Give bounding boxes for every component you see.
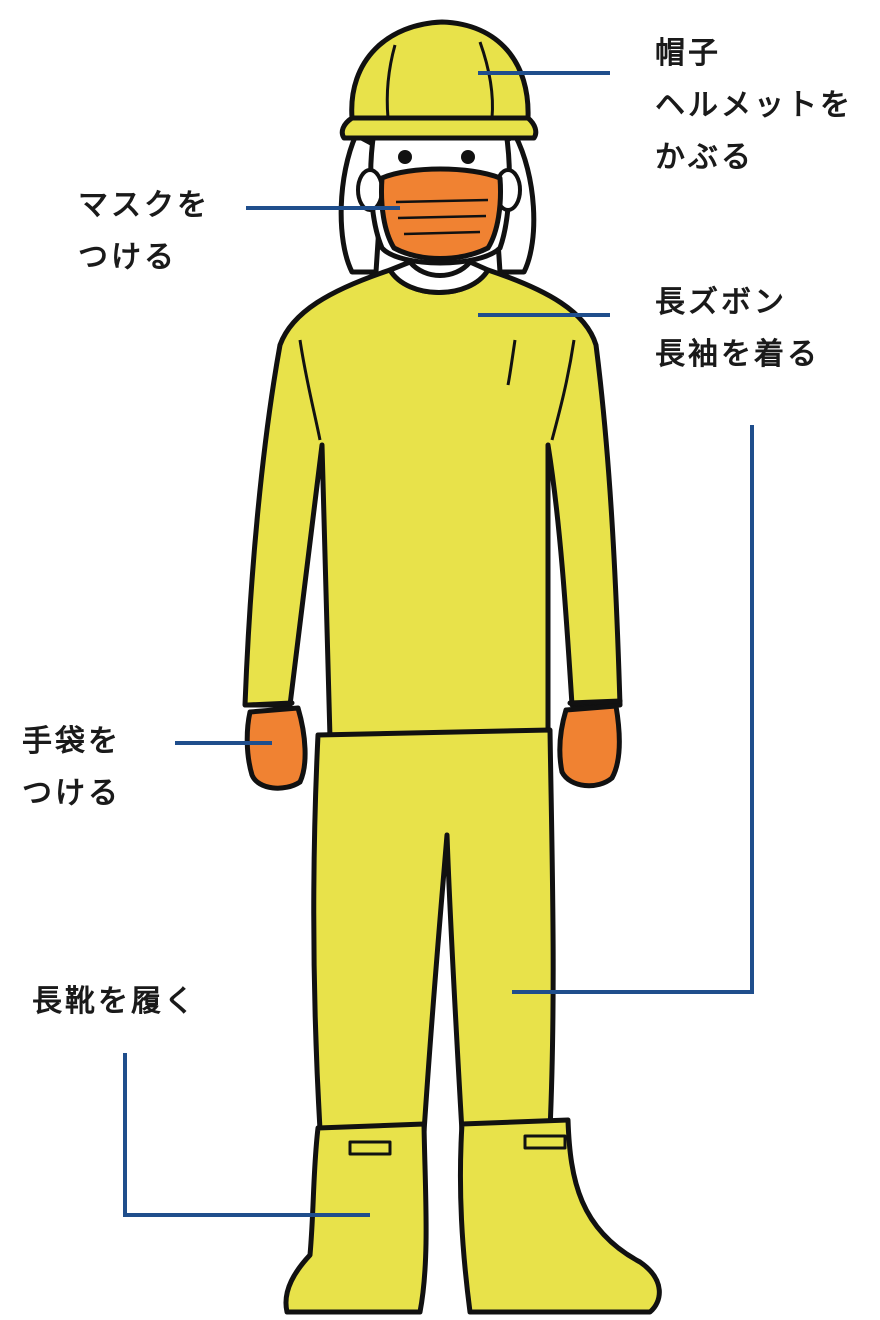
pants: [311, 727, 556, 1135]
label-helmet: 帽子 ヘルメットを かぶる: [655, 28, 853, 184]
label-mask-line2: つける: [78, 240, 177, 275]
shirt-fold: [506, 339, 517, 386]
label-gloves: 手袋を つける: [22, 716, 121, 820]
label-helmet-line3: かぶる: [655, 140, 754, 175]
right-glove: [557, 703, 622, 789]
label-helmet-line2: ヘルメットを: [655, 88, 853, 123]
boot-loop-left: [348, 1140, 392, 1156]
label-clothes-line2: 長袖を着る: [655, 337, 820, 372]
label-clothes-line1: 長ズボン: [655, 285, 787, 320]
left-boot: [283, 1121, 429, 1315]
helmet-ridge: [478, 41, 494, 119]
label-boots-line1: 長靴を履く: [32, 984, 197, 1019]
leader-pants: [512, 425, 754, 994]
helmet: [339, 19, 539, 141]
leader-boots: [123, 1053, 370, 1217]
helmet-ridge: [385, 44, 397, 119]
label-mask: マスクを つける: [78, 180, 210, 284]
mask-pleat: [395, 198, 489, 204]
mask-pleat: [397, 214, 487, 220]
right-cuff: [567, 698, 623, 706]
label-boots: 長靴を履く: [32, 976, 197, 1028]
right-boot: [457, 1117, 662, 1315]
boot-loop-right: [523, 1134, 567, 1150]
label-gloves-line1: 手袋を: [22, 724, 121, 759]
ear-left: [356, 168, 384, 212]
eye-right: [461, 150, 475, 164]
face-mask: [379, 166, 503, 261]
label-helmet-line1: 帽子: [655, 36, 721, 71]
left-cuff: [245, 700, 295, 708]
shirt-fold: [298, 339, 322, 441]
label-mask-line1: マスクを: [78, 188, 210, 223]
mask-pleat: [403, 230, 481, 236]
shirt: [242, 267, 623, 741]
collar: [387, 259, 491, 295]
left-glove: [244, 705, 308, 791]
label-gloves-line2: つける: [22, 776, 121, 811]
label-clothes: 長ズボン 長袖を着る: [655, 277, 820, 381]
eye-left: [398, 150, 412, 164]
shirt-fold: [550, 339, 576, 441]
